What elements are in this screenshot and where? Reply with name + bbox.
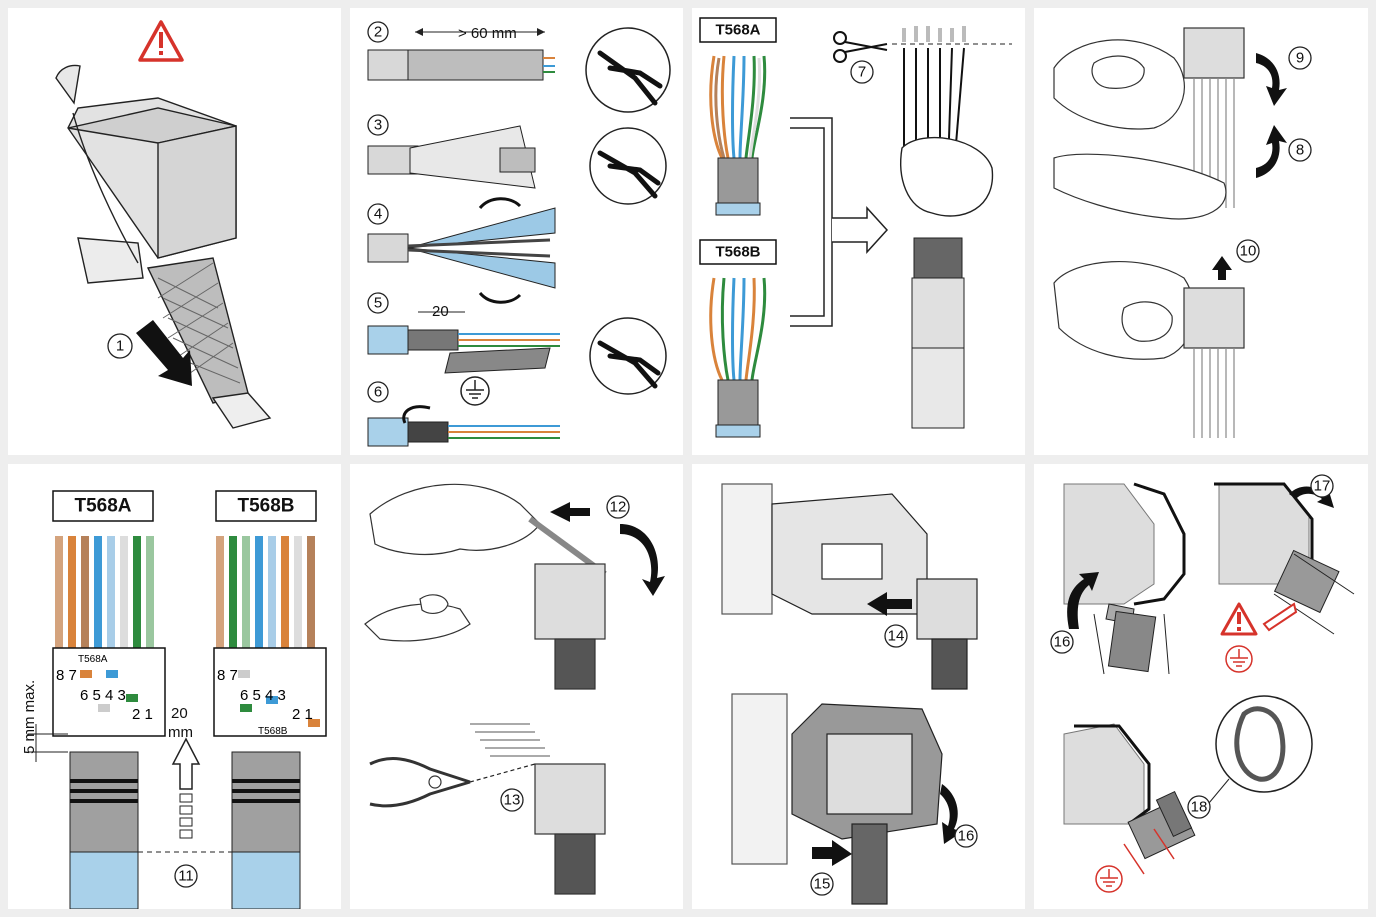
t568a-box-large: T568A [53, 491, 153, 521]
warning-triangle-icon [140, 22, 182, 60]
step-14-marker: 14 [885, 625, 907, 647]
t568a-box: T568A [700, 18, 776, 42]
svg-text:T568B: T568B [237, 496, 294, 517]
t568b-box-large: T568B [216, 491, 316, 521]
ground-symbol-icon [1096, 866, 1122, 892]
t568b-wire-set [216, 536, 315, 656]
cutter-icon [590, 128, 666, 204]
t568a-block-label: T568A [78, 654, 108, 665]
step-2-marker: 2 [368, 22, 388, 42]
t568b-wires [711, 278, 765, 380]
dim-60mm-label: > 60 mm [458, 25, 517, 42]
svg-text:10: 10 [1240, 243, 1257, 260]
wall-housing-bottom [732, 694, 942, 904]
step-7-marker: 7 [851, 61, 873, 83]
t568b-pins-6543: 6 5 4 3 [240, 687, 286, 704]
step-12-marker: 12 [607, 496, 629, 518]
svg-text:12: 12 [610, 499, 627, 516]
t568b-pins-21: 2 1 [292, 706, 313, 723]
svg-text:18: 18 [1191, 799, 1208, 816]
grounding-clip-bottom [1064, 724, 1195, 874]
panel-steps-16-18: 16 17 18 [1034, 464, 1368, 909]
svg-text:16: 16 [1054, 634, 1071, 651]
step-4-marker: 4 [368, 204, 388, 224]
dim-20-label: 20 [432, 303, 449, 320]
connector-shell [56, 66, 236, 284]
svg-text:1: 1 [116, 338, 124, 355]
panel-steps-14-16: 14 16 15 [692, 464, 1025, 909]
svg-text:4: 4 [374, 206, 382, 223]
dim-20mm-number: 20 [171, 705, 188, 722]
hand-connector-top [1054, 28, 1244, 219]
svg-text:17: 17 [1314, 478, 1331, 495]
svg-text:2: 2 [374, 24, 382, 41]
step-16-marker: 16 [955, 825, 977, 847]
step-11-marker: 11 [175, 865, 197, 887]
panel-steps-2-6: > 60 mm 2 3 4 [350, 8, 683, 455]
step-6-marker: 6 [368, 382, 388, 402]
bracket-arrow [790, 118, 887, 326]
ground-symbol-icon [461, 377, 489, 405]
svg-text:3: 3 [374, 117, 382, 134]
step-8-marker: 8 [1289, 139, 1311, 161]
svg-text:9: 9 [1296, 50, 1304, 67]
svg-text:8: 8 [1296, 142, 1304, 159]
svg-text:7: 7 [858, 64, 866, 81]
scissors-icon [834, 32, 887, 62]
trimmed-wires [892, 26, 1012, 428]
step-5-marker: 5 [368, 293, 388, 313]
step-13-marker: 13 [501, 789, 523, 811]
panel-steps-8-10: 9 8 10 [1034, 8, 1368, 455]
step-9-marker: 9 [1289, 47, 1311, 69]
t568b-block-label: T568B [258, 726, 288, 737]
grounding-clip-left [1064, 484, 1184, 674]
svg-text:T568B: T568B [715, 244, 760, 261]
cable-strip-step-6 [368, 407, 560, 446]
panel-step-11: T568A T568B [8, 464, 341, 909]
ground-symbol-icon [1226, 646, 1252, 672]
t568b-box: T568B [700, 240, 776, 264]
step-16b-marker: 16 [1051, 631, 1073, 653]
svg-text:T568A: T568A [715, 22, 760, 39]
step-15-marker: 15 [811, 873, 833, 895]
wall-housing-top [722, 484, 977, 689]
t568a-pins-6543: 6 5 4 3 [80, 687, 126, 704]
t568a-cable [716, 158, 760, 215]
t568a-wires [711, 56, 765, 158]
step-18-marker: 18 [1188, 796, 1210, 818]
svg-text:16: 16 [958, 828, 975, 845]
step-3-marker: 3 [368, 115, 388, 135]
svg-text:15: 15 [814, 876, 831, 893]
warning-triangle-icon [1222, 604, 1256, 634]
svg-text:11: 11 [178, 868, 194, 885]
cutter-trimming [370, 724, 605, 894]
svg-text:6: 6 [374, 384, 382, 401]
cable-strip-step-4 [368, 199, 555, 303]
panel-step-1: 1 [8, 8, 341, 455]
svg-text:T568A: T568A [74, 496, 131, 517]
cable-tie-zoom [1204, 696, 1312, 809]
arrow-icon [173, 739, 199, 838]
cable-jackets [28, 724, 300, 909]
t568b-cable [716, 380, 760, 437]
cable-strip-step-5 [368, 312, 560, 373]
t568a-pins-21: 2 1 [132, 706, 153, 723]
cutter-icon [586, 28, 670, 112]
t568a-pins-87: 8 7 [56, 667, 77, 684]
svg-text:14: 14 [888, 628, 905, 645]
hand-connector-bottom [1054, 262, 1244, 438]
step-10-marker: 10 [1237, 240, 1259, 262]
panel-steps-12-13: 12 13 [350, 464, 683, 909]
cable-strip-step-3 [368, 126, 535, 188]
dim-20mm-unit: mm [168, 724, 193, 741]
svg-text:5: 5 [374, 295, 382, 312]
step-17-marker: 17 [1311, 475, 1333, 497]
cutter-icon [590, 318, 666, 394]
t568b-pins-87: 8 7 [217, 667, 238, 684]
step-1-marker: 1 [108, 334, 132, 358]
t568a-wire-set [55, 536, 154, 656]
panel-step-7: T568A T568B [692, 8, 1025, 455]
dim-5mm-label: 5 mm max. [21, 680, 38, 754]
svg-text:13: 13 [504, 792, 521, 809]
